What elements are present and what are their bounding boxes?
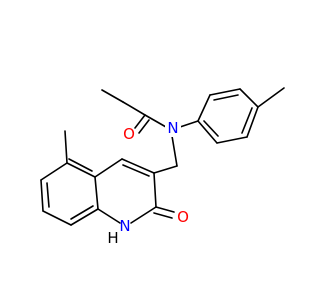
bond-aryl-2-inner	[213, 94, 239, 101]
bond-aryl-4-inner	[241, 107, 253, 134]
bond-c4a-c5-inner	[68, 158, 93, 172]
bond-c2-oxygen-a	[155, 206, 175, 213]
bond-aryl-methyl	[257, 87, 285, 108]
bond-c8-c8a	[70, 208, 99, 226]
bond-ethyl-terminal	[101, 89, 124, 103]
ring-nitrogen-label: N	[119, 217, 130, 235]
bond-methylene-ring	[153, 165, 178, 174]
bond-c4-c4a	[94, 158, 123, 178]
bond-nitrogen-methylene	[171, 135, 178, 167]
bond-carbonyl-double-a	[134, 114, 146, 129]
ring-nitrogen-hydrogen-label: H	[107, 229, 118, 247]
bond-c5-c6	[40, 162, 68, 181]
bond-aryl-3	[239, 88, 259, 108]
bond-group	[40, 87, 285, 226]
bond-aryl-6-inner	[203, 120, 219, 137]
bond-c8a-n1	[97, 208, 121, 224]
bond-ethyl-carbonyl	[122, 101, 146, 116]
bond-c4a-c8a	[94, 176, 99, 210]
amide-oxygen-label: O	[123, 125, 135, 143]
bond-c4a-c5	[66, 162, 96, 178]
bond-aryl-1	[197, 94, 211, 122]
atom-label-group: O N O N H	[107, 119, 189, 247]
bond-aryl-5	[216, 136, 248, 144]
bond-aryl-4	[246, 106, 259, 138]
bond-c2-oxygen-b	[153, 212, 173, 219]
bond-n1-c2	[130, 206, 157, 224]
bond-c6-c7-inner	[46, 182, 50, 208]
bond-ring-methyl	[64, 130, 68, 164]
molecule-structure-diagram: O N O N H	[40, 87, 285, 247]
quinolinone-oxygen-label: O	[177, 208, 189, 226]
bond-aryl-6	[197, 120, 218, 144]
bond-c3-c4	[121, 158, 155, 174]
bond-carbonyl-nitrogen	[144, 114, 167, 128]
bond-aryl-2	[209, 88, 241, 96]
bond-c8-c8a-inner	[70, 205, 94, 220]
bond-nitrogen-aryl	[179, 120, 199, 128]
bond-carbonyl-double-b	[138, 119, 150, 134]
bond-c3-c4-inner	[122, 164, 150, 177]
bond-c7-c8	[42, 210, 72, 226]
amide-nitrogen-label: N	[167, 119, 178, 137]
bond-c2-c3	[153, 172, 157, 208]
bond-c6-c7	[40, 179, 44, 212]
